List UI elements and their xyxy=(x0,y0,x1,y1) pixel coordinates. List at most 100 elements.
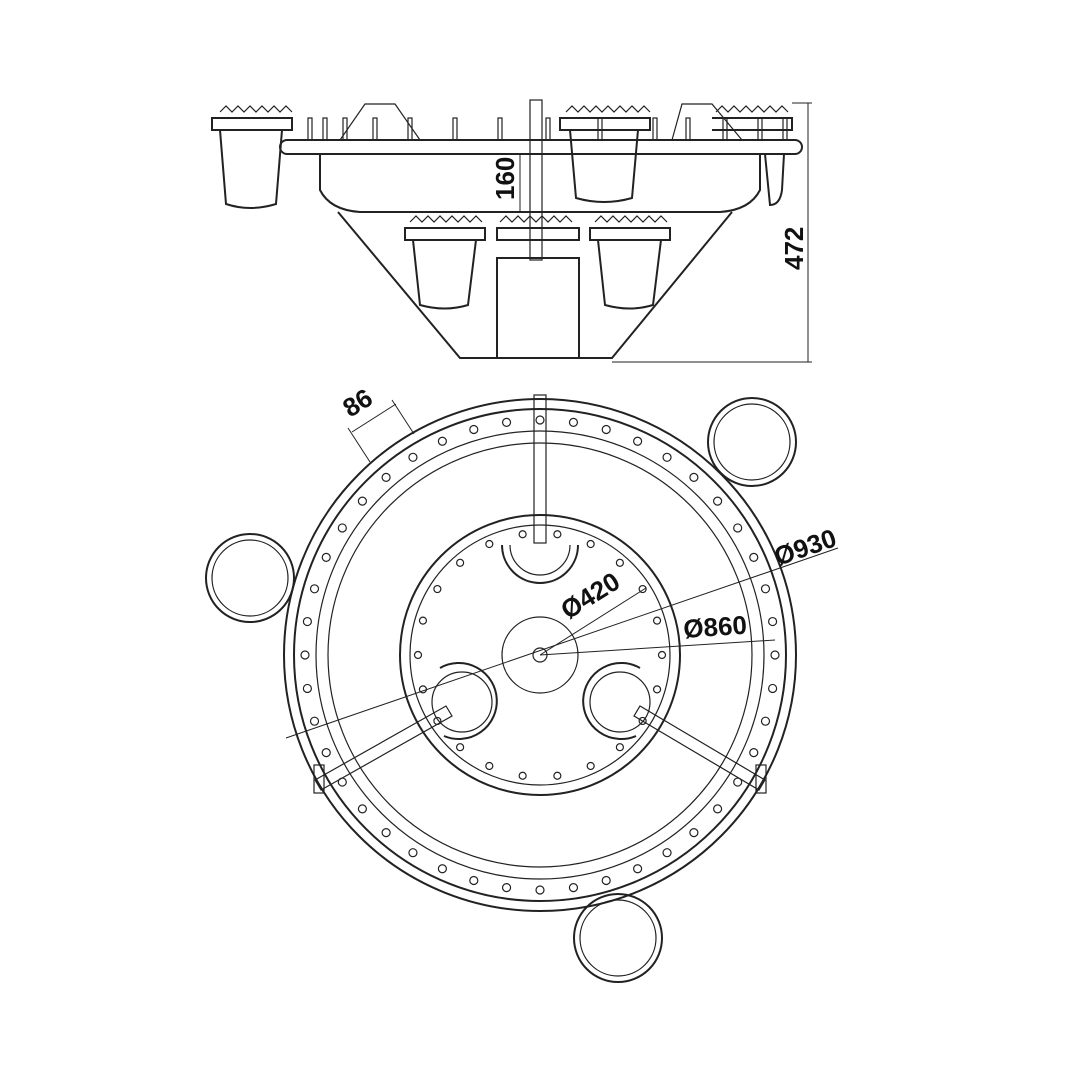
dim-86-ext-1 xyxy=(347,427,371,463)
dim-420-line xyxy=(539,587,647,656)
bolt xyxy=(485,761,494,771)
rail-bolt xyxy=(342,117,348,141)
bolt xyxy=(300,650,310,660)
handle-right xyxy=(671,103,743,141)
central-column xyxy=(496,257,580,359)
bolt xyxy=(601,875,611,886)
bolt xyxy=(456,558,465,567)
rail-bolt xyxy=(452,117,458,141)
dim-label-86: 86 xyxy=(337,382,377,423)
bolt xyxy=(615,558,624,567)
bolt xyxy=(437,436,447,446)
outer-ring-2 xyxy=(293,408,787,902)
bolt xyxy=(501,883,512,893)
bolt xyxy=(601,424,611,435)
bolt xyxy=(501,417,512,427)
rail-bolt xyxy=(372,117,378,141)
bolt xyxy=(381,828,391,838)
bolt xyxy=(713,496,723,506)
bolt xyxy=(638,716,647,726)
top-view: 86 Ø930 Ø860 Ø420 xyxy=(205,382,840,983)
side-pot-far-right xyxy=(712,105,793,207)
bolt xyxy=(553,530,562,539)
outer-ring-1 xyxy=(283,398,797,912)
bolt xyxy=(689,828,699,838)
side-view: 160 472 xyxy=(211,99,812,363)
top-rail xyxy=(279,139,803,155)
rail-bolt xyxy=(545,117,551,141)
dim-label-472: 472 xyxy=(779,227,809,270)
bolt xyxy=(535,885,545,895)
bolt xyxy=(456,743,465,752)
dim-label-160: 160 xyxy=(490,157,520,200)
bolt xyxy=(469,875,479,886)
lower-pot-right xyxy=(589,215,671,310)
bolt xyxy=(302,683,312,694)
bolt xyxy=(321,748,331,758)
rail-bolt xyxy=(757,117,763,141)
side-pot-left xyxy=(211,105,293,209)
outer-ring-3 xyxy=(315,430,765,880)
dim-label-420: Ø420 xyxy=(555,566,625,625)
rail-bolt xyxy=(685,117,691,141)
bolt xyxy=(760,584,771,594)
bolt xyxy=(633,436,643,446)
inner-ring-1 xyxy=(399,514,681,796)
bolt xyxy=(770,650,780,660)
rail-bolt xyxy=(322,117,328,141)
bolt xyxy=(357,496,367,506)
bolt xyxy=(749,552,759,562)
bolt xyxy=(381,472,391,482)
bolt xyxy=(586,761,595,771)
bolt xyxy=(321,552,331,562)
side-pot-right xyxy=(559,105,651,203)
dim-86-line xyxy=(351,403,397,433)
bolt xyxy=(568,883,579,893)
satellite-pot-bottom xyxy=(573,893,663,983)
bolt xyxy=(408,452,418,462)
satellite-pot-top-right xyxy=(707,397,797,487)
bolt xyxy=(733,523,743,533)
bolt xyxy=(652,685,662,694)
rail-bolt xyxy=(307,117,313,141)
support-arm-left xyxy=(313,705,453,794)
rail-bolt xyxy=(652,117,658,141)
bolt xyxy=(615,743,624,752)
bolt xyxy=(638,584,647,594)
bolt xyxy=(309,716,320,726)
bolt xyxy=(437,864,447,874)
bolt xyxy=(749,748,759,758)
inner-pot-right xyxy=(582,662,651,741)
bolt xyxy=(760,716,771,726)
rail-bolt xyxy=(782,117,788,141)
cone-body xyxy=(337,211,733,359)
inner-pot-top xyxy=(501,544,579,584)
bolt xyxy=(337,523,347,533)
center-circle xyxy=(501,616,579,694)
bolt xyxy=(657,650,667,660)
inner-pot-left xyxy=(431,662,498,741)
bolt xyxy=(302,616,312,627)
dim-930-line xyxy=(285,547,839,739)
rail-bolt xyxy=(597,117,603,141)
bolt xyxy=(553,771,562,780)
bolt xyxy=(518,530,527,539)
bolt xyxy=(408,848,418,858)
bolt xyxy=(535,415,545,425)
bolt xyxy=(485,539,494,549)
rail-bolt xyxy=(722,117,728,141)
bolt xyxy=(586,539,595,549)
support-arm-top xyxy=(533,394,547,544)
bolt xyxy=(768,683,778,694)
support-arm-right xyxy=(633,705,767,794)
dim-860-line xyxy=(539,639,776,656)
bolt xyxy=(768,616,778,627)
bolt xyxy=(469,424,479,435)
bolt xyxy=(662,848,672,858)
rail-bolts xyxy=(307,117,788,141)
lower-pot-center xyxy=(496,215,580,241)
rail-bolt xyxy=(497,117,503,141)
bolt xyxy=(652,616,662,625)
bolt xyxy=(713,804,723,814)
